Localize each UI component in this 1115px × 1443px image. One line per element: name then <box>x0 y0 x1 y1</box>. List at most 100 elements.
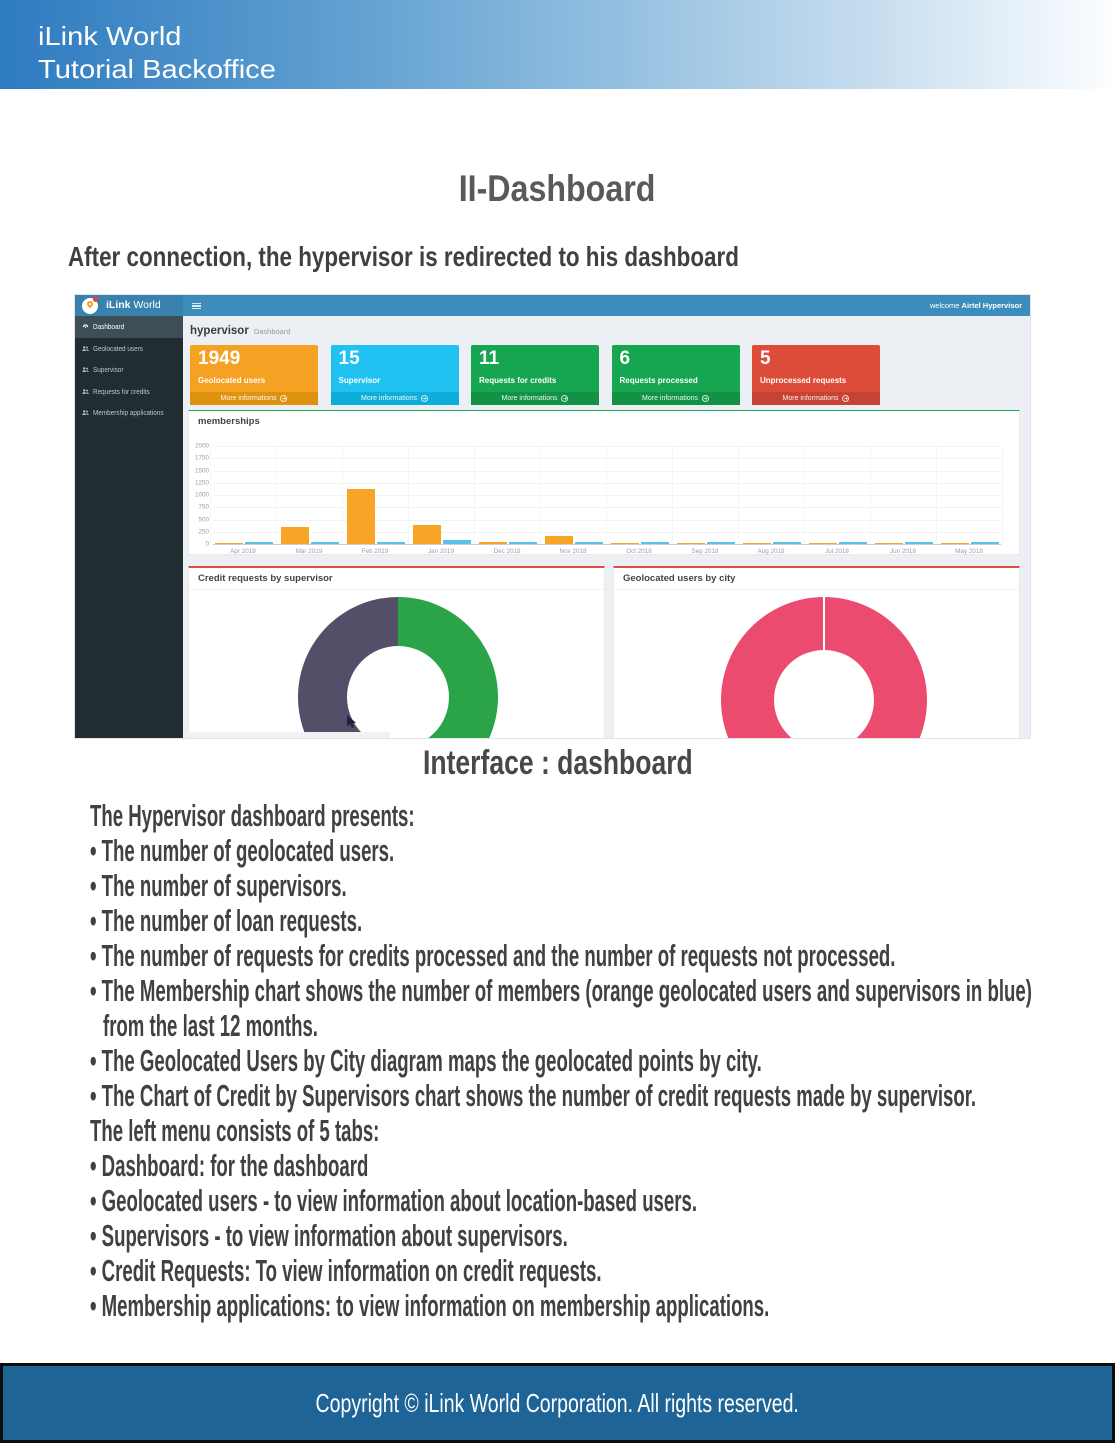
more-informations-link[interactable]: More informations ➜ <box>611 392 740 405</box>
doc-header-line2: Tutorial Backoffice <box>38 54 276 84</box>
x-tick-label: Feb 2019 <box>361 548 389 555</box>
bar-supervisors <box>575 542 603 544</box>
x-tick-label: Oct 2018 <box>626 548 652 555</box>
body-line: • Supervisors - to view information abou… <box>90 1218 568 1253</box>
more-informations-link[interactable]: More informations ➜ <box>330 392 459 405</box>
x-tick-label: Nov 2018 <box>559 548 587 555</box>
credit-requests-panel: Credit requests by supervisor <box>188 566 605 738</box>
body-line: • Membership applications: to view infor… <box>90 1288 770 1323</box>
body-line: • The Geolocated Users by City diagram m… <box>90 1043 762 1078</box>
stat-label: Requests for credits <box>479 376 557 385</box>
heading-subtitle: Dashboard <box>253 327 291 336</box>
body-line: • The Membership chart shows the number … <box>90 973 1032 1008</box>
intro-text: After connection, the hypervisor is redi… <box>68 241 739 272</box>
users-icon <box>82 388 89 395</box>
bar-geolocated <box>413 524 441 544</box>
body-line: from the last 12 months. <box>103 1008 318 1043</box>
bar-geolocated <box>479 542 507 544</box>
bar-supervisors <box>905 542 933 544</box>
bar-geolocated <box>677 542 705 544</box>
bar-geolocated <box>941 542 969 544</box>
bar-supervisors <box>443 540 471 544</box>
bar-geolocated <box>347 489 375 544</box>
x-tick-label: Mar 2019 <box>295 548 323 555</box>
credit-requests-donut <box>298 597 498 738</box>
stat-label: Supervisor <box>338 376 381 385</box>
bar-geolocated <box>743 542 771 544</box>
more-informations-link[interactable]: More informations ➜ <box>190 392 318 405</box>
users-icon <box>82 366 89 373</box>
more-informations-link[interactable]: More informations ➜ <box>752 392 880 405</box>
dashboard-icon <box>82 323 89 330</box>
body-text: The Hypervisor dashboard presents:• The … <box>90 798 1080 1323</box>
mouse-cursor <box>347 715 356 728</box>
circle-arrow-icon: ➜ <box>701 394 709 402</box>
sidebar-item-dashboard[interactable]: Dashboard <box>75 316 183 338</box>
body-line: • The number of geolocated users. <box>90 833 395 868</box>
more-informations-link[interactable]: More informations ➜ <box>471 392 599 405</box>
bar-supervisors <box>641 542 669 544</box>
x-tick-label: May 2018 <box>955 548 983 555</box>
stat-value: 1949 <box>198 348 241 369</box>
bar-geolocated <box>281 526 309 544</box>
stat-label: Unprocessed requests <box>760 376 847 385</box>
bar-supervisors <box>311 542 339 544</box>
circle-arrow-icon: ➜ <box>561 394 569 402</box>
body-line: The Hypervisor dashboard presents: <box>90 798 415 833</box>
tooltip-strip <box>188 732 390 738</box>
doc-header: iLink World Tutorial Backoffice <box>0 0 1115 89</box>
body-line: • The number of supervisors. <box>90 868 347 903</box>
sidebar-item-membership-applications[interactable]: Membership applications <box>75 402 183 424</box>
geolocated-users-title: Geolocated users by city <box>623 573 736 584</box>
logo-icon <box>82 297 98 314</box>
bar-supervisors <box>509 542 537 544</box>
sidebar-item-supervisor[interactable]: Supervisor <box>75 359 183 381</box>
circle-arrow-icon: ➜ <box>842 394 850 402</box>
stat-label: Requests processed <box>619 376 698 385</box>
users-icon <box>82 409 89 416</box>
bar-supervisors <box>245 542 273 544</box>
logo-red-dot <box>93 297 98 302</box>
geolocated-users-donut <box>721 597 927 738</box>
page-title: II-Dashboard <box>459 168 656 209</box>
hamburger-icon[interactable] <box>192 302 201 310</box>
bar-supervisors <box>971 542 999 544</box>
stat-value: 5 <box>760 348 771 369</box>
stat-label: Geolocated users <box>198 376 266 385</box>
bar-supervisors <box>773 542 801 544</box>
bar-geolocated <box>215 542 243 544</box>
heading-title: hypervisor <box>190 325 249 337</box>
brand-logo: iLink World <box>75 295 183 316</box>
x-tick-label: Apr 2019 <box>230 548 256 555</box>
welcome-text: welcome Airtel Hypervisor <box>929 301 1022 310</box>
x-tick-label: Jul 2018 <box>825 548 849 555</box>
bar-geolocated <box>809 542 837 544</box>
brand-name: iLink World <box>106 299 161 311</box>
x-tick-label: Jan 2019 <box>428 548 454 555</box>
circle-arrow-icon: ➜ <box>420 394 428 402</box>
x-tick-label: Jun 2018 <box>890 548 916 555</box>
sidebar-item-geolocated-users[interactable]: Geolocated users <box>75 338 183 360</box>
geolocated-users-panel: Geolocated users by city <box>613 566 1020 738</box>
x-tick-label: Sep 2018 <box>691 548 719 555</box>
body-line: • The number of loan requests. <box>90 903 363 938</box>
bar-geolocated <box>545 535 573 544</box>
sidebar-item-requests-for-credits[interactable]: Requests for credits <box>75 381 183 403</box>
body-line: • Dashboard: for the dashboard <box>90 1148 369 1183</box>
body-line: • The number of requests for credits pro… <box>90 938 896 973</box>
body-line: • The Chart of Credit by Supervisors cha… <box>90 1078 977 1113</box>
doc-footer: Copyright © iLink World Corporation. All… <box>0 1363 1115 1443</box>
bar-supervisors <box>839 542 867 544</box>
doc-header-line1: iLink World <box>38 21 182 51</box>
credit-requests-title: Credit requests by supervisor <box>198 573 333 584</box>
